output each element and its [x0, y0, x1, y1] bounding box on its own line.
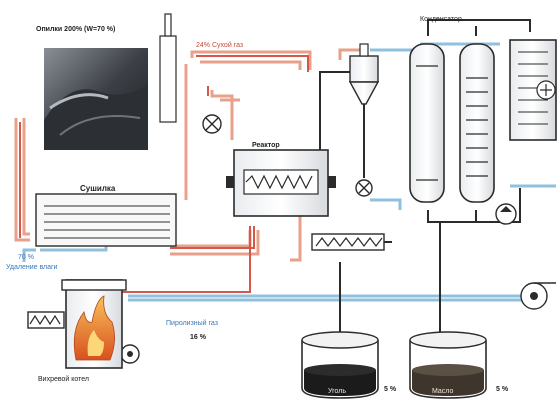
coal-label: Уголь — [328, 388, 346, 395]
oil-percent: 5 % — [496, 386, 508, 393]
moisture-label: Удаление влаги — [6, 264, 57, 271]
dryer-label: Сушилка — [80, 184, 115, 193]
pyrolysis-gas-label: Пиролизный газ — [166, 320, 218, 327]
valve-icon — [203, 115, 221, 133]
dryer — [36, 194, 176, 246]
condenser-column-1 — [410, 44, 444, 202]
cyclone — [350, 44, 378, 104]
chimney — [160, 14, 176, 122]
pyrolysis-gas-percent: 16 % — [190, 334, 206, 341]
moisture-percent: 70 % — [18, 254, 34, 261]
valve-icon — [356, 180, 372, 196]
screw-conveyor — [312, 234, 384, 250]
reactor — [226, 150, 336, 216]
coal-percent: 5 % — [384, 386, 396, 393]
boiler-label: Вихревой котел — [38, 376, 89, 383]
feed-label: Опилки 200% (W=70 %) — [36, 26, 115, 33]
fan-icon — [521, 283, 556, 309]
fan-icon — [121, 345, 139, 363]
condenser-label: Конденсатор — [420, 16, 462, 23]
pump-icon — [496, 204, 516, 224]
feed-screw-conveyor — [28, 312, 64, 328]
recycle-gas-label: 24% Сухой газ — [196, 42, 243, 49]
condenser-column-2 — [460, 44, 494, 202]
oil-label: Масло — [432, 388, 453, 395]
reactor-label: Реактор — [252, 142, 280, 149]
heat-exchanger — [510, 40, 556, 140]
feedstock-photo — [44, 48, 148, 150]
